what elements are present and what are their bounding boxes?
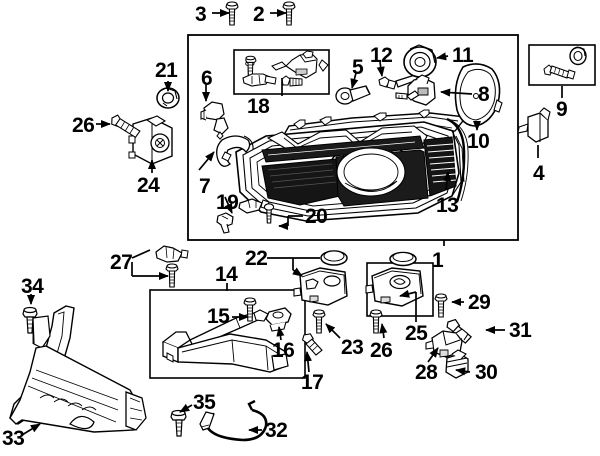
leader-11: [435, 52, 449, 61]
washer-hose-part-32: [199, 399, 268, 442]
leader-5: [350, 72, 359, 89]
callout-14: 14: [215, 263, 238, 286]
leader-25: [400, 292, 417, 322]
callout-5: 5: [352, 56, 364, 79]
grommet-part-21: [156, 87, 180, 109]
mounting-bracket-part-14: [161, 309, 289, 373]
callout-26: 26: [72, 114, 95, 137]
callout-27: 27: [110, 251, 133, 274]
callout-20: 20: [305, 205, 328, 228]
callout-12: 12: [370, 44, 393, 67]
callout-31: 31: [509, 319, 532, 342]
leader-26b: [379, 322, 388, 339]
leader-19: [224, 196, 233, 214]
callout-24: 24: [137, 174, 160, 197]
leader-12: [376, 61, 385, 78]
leader-28: [427, 347, 439, 363]
hardware-kit-contents: [242, 50, 329, 87]
leader-23: [325, 323, 341, 339]
access-cover-part-10: [454, 63, 503, 127]
screw-grommet-contents: [543, 46, 587, 80]
leader-lines: [21, 8, 505, 436]
callout-13: 13: [436, 194, 459, 217]
callout-9: 9: [556, 98, 568, 121]
callout-21: 21: [155, 59, 178, 82]
ballast-bolt-part-26b: [369, 309, 383, 334]
sensor-bolt-part-26: [111, 114, 141, 139]
callout-34: 34: [21, 275, 44, 298]
callout-10: 10: [467, 130, 490, 153]
tick-leaders: [226, 78, 563, 291]
stud-bolt-kit-part-27: [155, 245, 189, 263]
leader-16: [276, 325, 285, 341]
callout-6: 6: [201, 67, 213, 90]
callout-3: 3: [195, 3, 207, 26]
callout-33: 33: [2, 427, 25, 450]
leader-20: [279, 215, 303, 226]
leader-27: [131, 249, 168, 276]
callout-17: 17: [301, 371, 324, 394]
leader-33: [21, 423, 41, 436]
bulb-retainer-clip-part-7: [216, 135, 254, 167]
callout-29: 29: [468, 291, 491, 314]
hid-ballast-part-25: [365, 251, 424, 307]
callout-1: 1: [432, 249, 444, 272]
hex-bolt-part-29: [434, 293, 448, 318]
callout-22: 22: [245, 247, 268, 270]
callout-30: 30: [475, 361, 498, 384]
leader-35: [179, 403, 193, 413]
headlamp-lens-assembly: [235, 109, 469, 222]
callout-15: 15: [207, 305, 230, 328]
callout-26b: 26: [370, 339, 393, 362]
callout-25: 25: [405, 322, 428, 345]
halogen-bulb-part-6: [200, 101, 229, 140]
leader-7: [198, 151, 215, 171]
callout-7: 7: [199, 175, 211, 198]
callout-35: 35: [193, 391, 216, 414]
bulb-holder-part-8: [395, 74, 436, 106]
module-bolt-part-23: [312, 309, 326, 334]
bulb-socket-connector-part-4: [517, 107, 551, 143]
leader-8: [439, 88, 473, 97]
callout-8: 8: [478, 83, 490, 106]
callout-4: 4: [533, 162, 545, 185]
leader-17: [303, 350, 312, 373]
lens-cap-seal-part-22: [320, 250, 348, 266]
leader-30: [454, 367, 471, 376]
signal-bulb-part-5: [335, 85, 371, 105]
leader-13: [442, 170, 452, 191]
leader-22: [267, 257, 320, 276]
callout-32: 32: [265, 419, 288, 442]
callout-28: 28: [415, 361, 438, 384]
retainer-clip-part-19: [216, 212, 234, 234]
callout-2: 2: [253, 3, 265, 26]
hose-bolt-part-35: [170, 409, 187, 437]
bumper-carrier-part-33: [9, 305, 147, 433]
control-module-a: [293, 267, 348, 306]
level-sensor-part-24: [128, 115, 173, 165]
sealing-ring-part-11: [403, 44, 437, 78]
flange-screw-part-17: [301, 333, 323, 356]
callout-19: 19: [216, 191, 239, 214]
callout-18: 18: [247, 95, 270, 118]
callout-23: 23: [341, 336, 364, 359]
main-assembly-frame: [187, 34, 519, 241]
screw-grommet-inset: [528, 44, 596, 86]
callout-11: 11: [452, 44, 474, 67]
carrier-bolt-part-34: [22, 306, 38, 334]
callout-16: 16: [272, 339, 295, 362]
